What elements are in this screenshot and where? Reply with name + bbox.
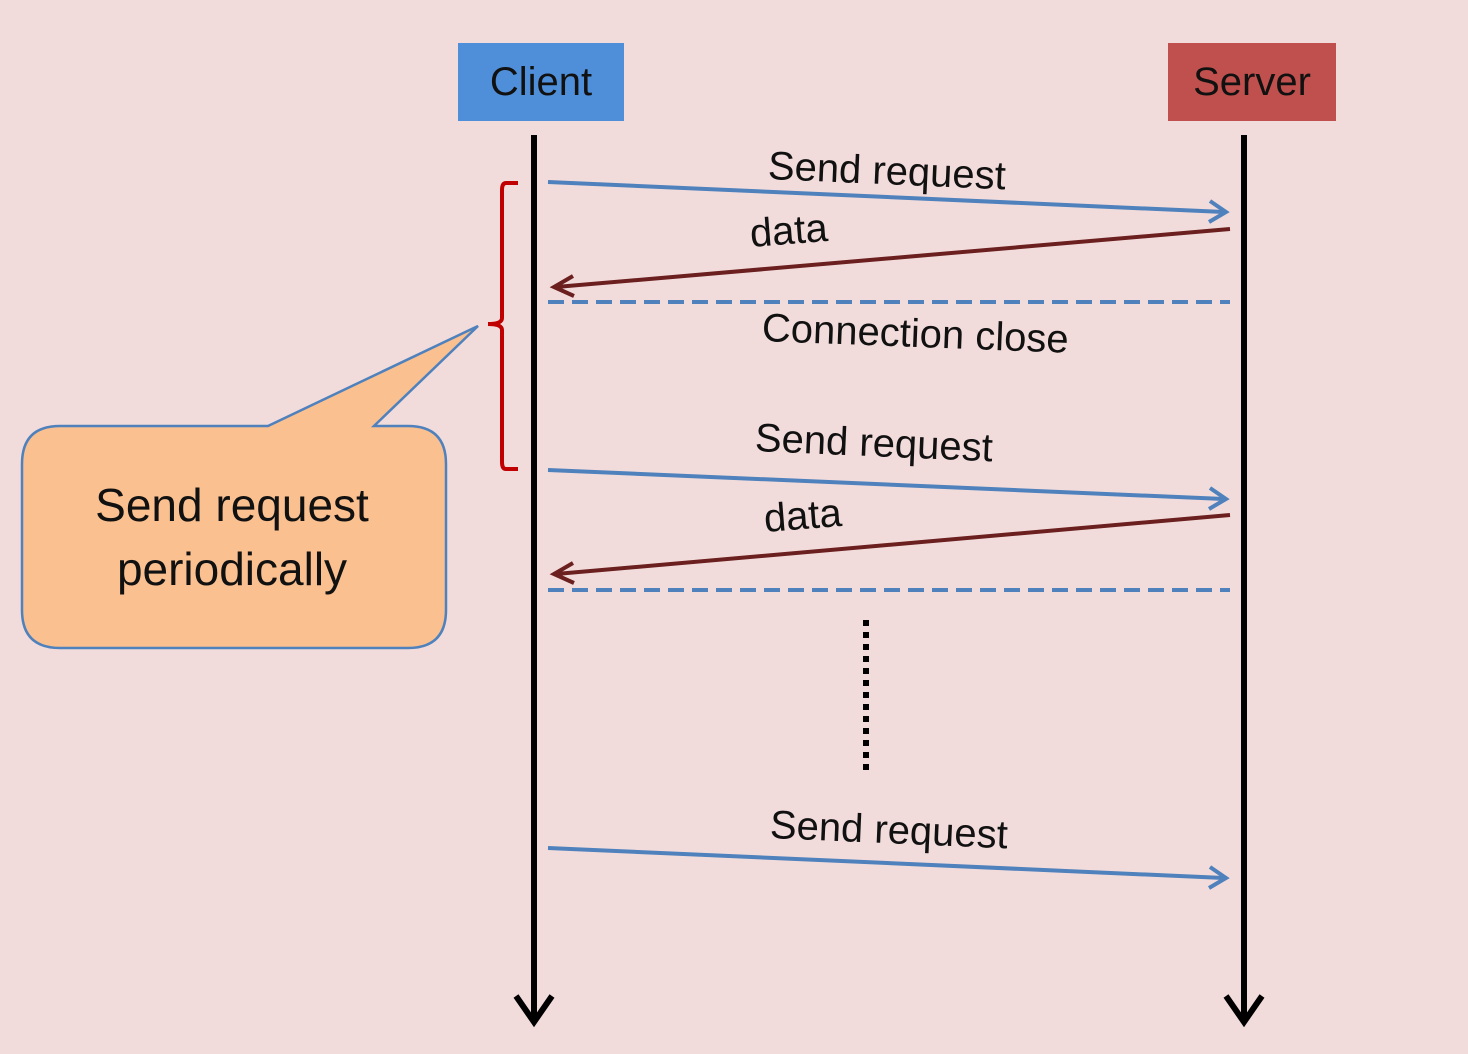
request-arrow-1 [547,180,1230,224]
message-label-data-2: data [762,490,844,541]
server-label: Server [1193,59,1311,104]
server-participant: Server [1168,43,1336,121]
client-label: Client [489,59,593,104]
callout-text: Send request periodically [22,426,442,648]
server-lifeline [1223,135,1265,1028]
client-lifeline [513,135,555,1028]
callout-line-1: Send request [95,479,369,531]
data-arrow-2 [549,513,1231,585]
callout-line-2: periodically [116,543,348,595]
period-bracket [487,181,518,471]
client-participant: Client [458,43,624,121]
callout-bubble [20,324,479,650]
message-label-data-1: data [748,205,830,256]
data-arrow-1 [549,227,1231,298]
request-arrow-2 [547,468,1230,511]
request-arrow-3 [547,846,1230,890]
